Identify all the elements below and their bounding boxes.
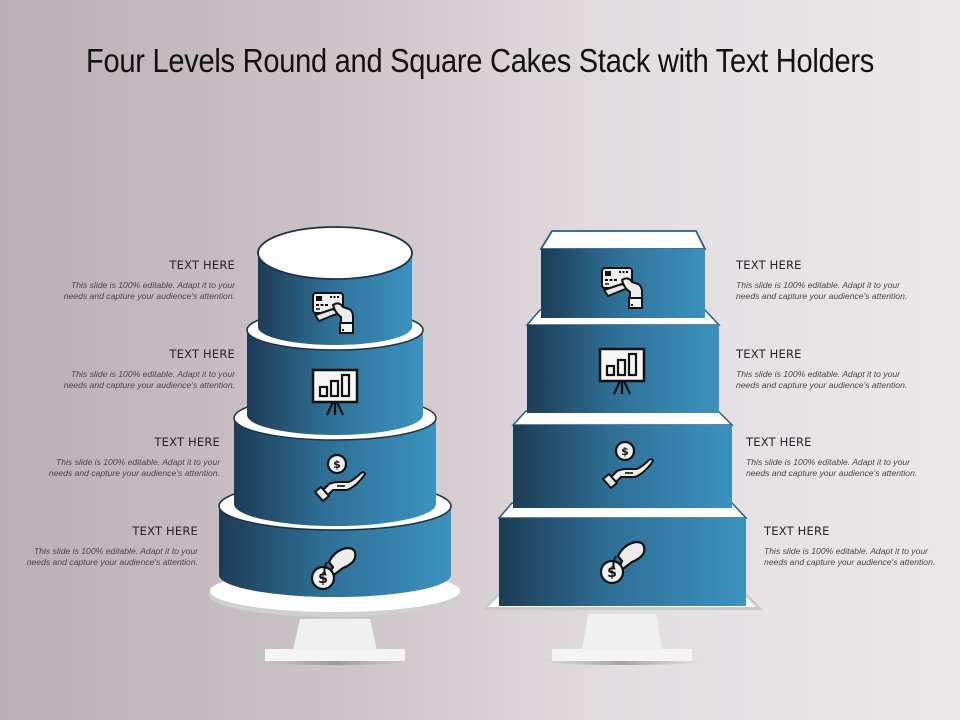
holder-body-line2: needs and capture your audience's attent… — [736, 291, 908, 301]
square-text-holder-4: TEXT HERE This slide is 100% editable. A… — [764, 524, 960, 568]
holder-body-line2: needs and capture your audience's attent… — [63, 380, 235, 390]
holder-heading: TEXT HERE — [169, 347, 235, 361]
holder-heading: TEXT HERE — [746, 435, 812, 449]
holder-heading: TEXT HERE — [154, 435, 220, 449]
round-text-holder-2: TEXT HERE This slide is 100% editable. A… — [0, 347, 235, 391]
holder-body-line1: This slide is 100% editable. Adapt it to… — [70, 369, 235, 379]
holder-heading: TEXT HERE — [169, 258, 235, 272]
holder-heading: TEXT HERE — [736, 258, 802, 272]
round-text-holder-1: TEXT HERE This slide is 100% editable. A… — [0, 258, 235, 302]
round-cake — [209, 226, 461, 665]
holder-body-line2: needs and capture your audience's attent… — [63, 291, 235, 301]
square-text-holder-2: TEXT HERE This slide is 100% editable. A… — [736, 347, 960, 391]
holder-body-line1: This slide is 100% editable. Adapt it to… — [764, 546, 929, 556]
holder-body-line1: This slide is 100% editable. Adapt it to… — [736, 280, 901, 290]
square-text-holder-1: TEXT HERE This slide is 100% editable. A… — [736, 258, 960, 302]
holder-heading: TEXT HERE — [736, 347, 802, 361]
holder-body-line1: This slide is 100% editable. Adapt it to… — [70, 280, 235, 290]
square-tier-3 — [511, 410, 734, 508]
holder-heading: TEXT HERE — [132, 524, 198, 538]
round-tier-1 — [257, 226, 413, 345]
holder-body-line2: needs and capture your audience's attent… — [764, 557, 936, 567]
square-cake — [482, 230, 763, 665]
holder-body-line1: This slide is 100% editable. Adapt it to… — [55, 457, 220, 467]
holder-body-line2: needs and capture your audience's attent… — [48, 468, 220, 478]
round-text-holder-3: TEXT HERE This slide is 100% editable. A… — [0, 435, 220, 479]
holder-body-line1: This slide is 100% editable. Adapt it to… — [746, 457, 911, 467]
holder-heading: TEXT HERE — [764, 524, 830, 538]
holder-body-line2: needs and capture your audience's attent… — [746, 468, 918, 478]
slide-title: Four Levels Round and Square Cakes Stack… — [85, 42, 875, 79]
holder-body-line2: needs and capture your audience's attent… — [736, 380, 908, 390]
holder-body-line1: This slide is 100% editable. Adapt it to… — [736, 369, 901, 379]
square-text-holder-3: TEXT HERE This slide is 100% editable. A… — [746, 435, 960, 479]
holder-body-line2: needs and capture your audience's attent… — [26, 557, 198, 567]
holder-body-line1: This slide is 100% editable. Adapt it to… — [33, 546, 198, 556]
round-text-holder-4: TEXT HERE This slide is 100% editable. A… — [0, 524, 198, 568]
